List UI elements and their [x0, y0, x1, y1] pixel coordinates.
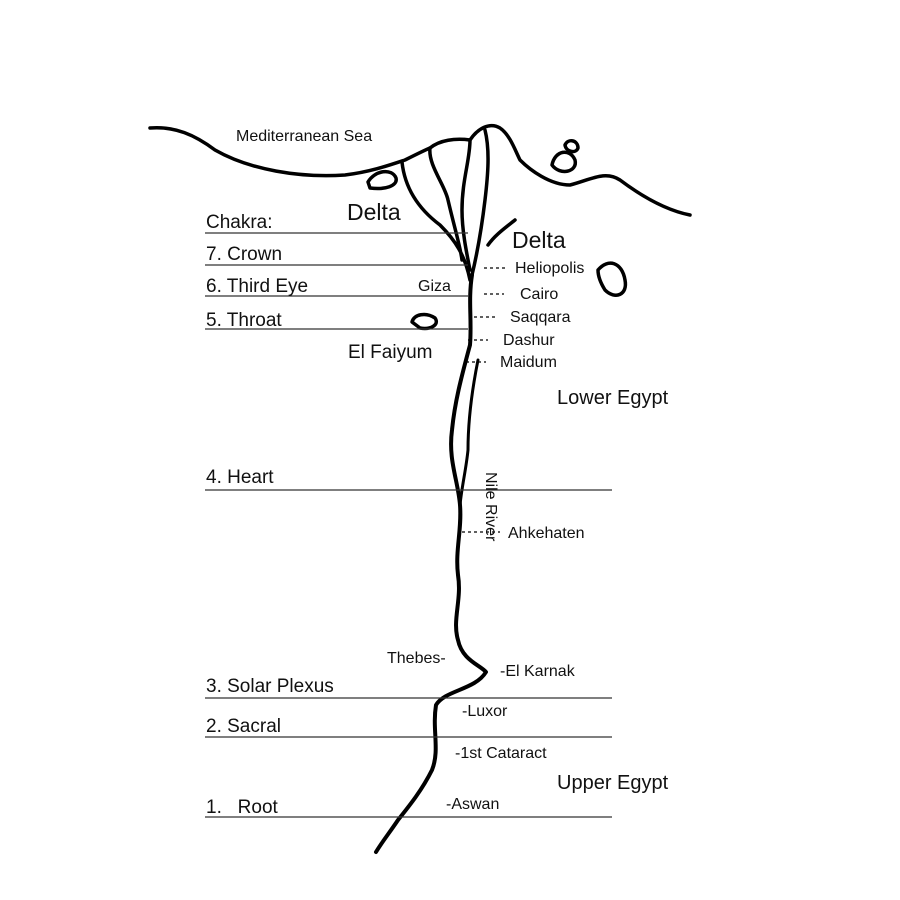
- chakra-crown: 7. Crown: [206, 244, 282, 265]
- delta-branch-east: [486, 218, 517, 247]
- region-lower-egypt: Lower Egypt: [557, 387, 669, 409]
- delta-branch: [460, 128, 490, 277]
- chakra-root: 1. Root: [206, 797, 279, 818]
- faiyum-lake: [410, 312, 438, 331]
- place-el-karnak: -El Karnak: [500, 663, 576, 680]
- place-aswan: -Aswan: [446, 796, 499, 813]
- chakra-throat: 5. Throat: [206, 310, 282, 331]
- region-upper-egypt: Upper Egypt: [557, 772, 669, 794]
- place-luxor: -Luxor: [462, 703, 508, 720]
- delta-label-east: Delta: [512, 227, 566, 253]
- delta-outline-west: [400, 146, 472, 282]
- place-heliopolis: Heliopolis: [515, 260, 584, 277]
- delta-island: [563, 139, 580, 154]
- place-giza: Giza: [418, 278, 451, 295]
- nile-river-east-bank: [458, 358, 480, 507]
- chakra-solar-plexus: 3. Solar Plexus: [206, 676, 334, 697]
- chakra-third-eye: 6. Third Eye: [206, 276, 308, 297]
- river-name-label: Nile River: [482, 472, 499, 542]
- sea-label: Mediterranean Sea: [236, 128, 372, 145]
- chakra-sacral: 2. Sacral: [206, 716, 281, 737]
- place-saqqara: Saqqara: [510, 309, 571, 326]
- lake-burullus: [366, 169, 398, 191]
- place-ahkehaten: Ahkehaten: [508, 525, 585, 542]
- chakra-heart: 4. Heart: [206, 467, 274, 488]
- place-thebes: Thebes-: [387, 650, 446, 667]
- delta-label-west: Delta: [347, 199, 401, 225]
- mediterranean-coastline: [148, 123, 692, 217]
- sinai-lake: [596, 261, 628, 297]
- nile-river: [374, 273, 488, 854]
- place-cairo: Cairo: [520, 286, 558, 303]
- place-maidum: Maidum: [500, 354, 557, 371]
- chakra-header: Chakra:: [206, 212, 273, 233]
- place-dashur: Dashur: [503, 332, 555, 349]
- delta-island: [550, 150, 577, 174]
- place-el-faiyum: El Faiyum: [348, 342, 432, 363]
- place-1st-cataract: -1st Cataract: [455, 745, 547, 762]
